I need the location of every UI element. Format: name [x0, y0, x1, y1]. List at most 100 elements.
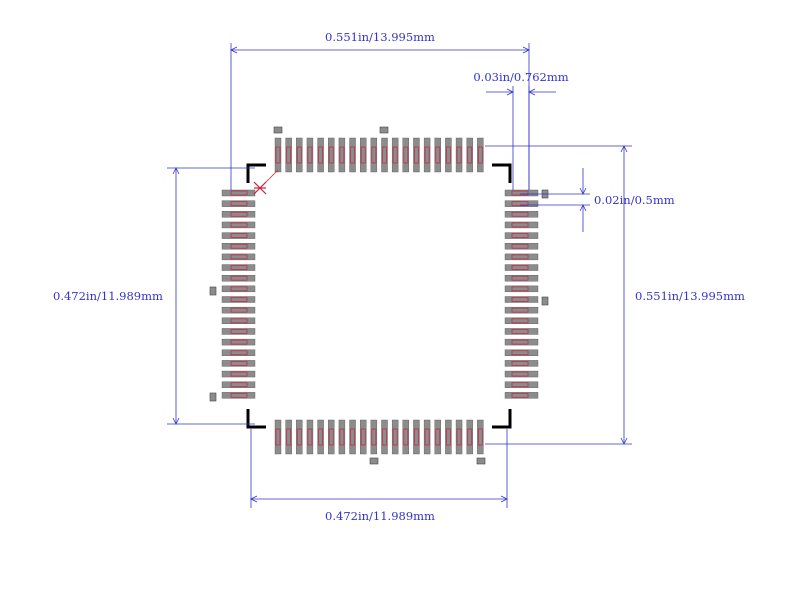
pad-right: [504, 221, 539, 229]
pad-left-outline: [230, 286, 248, 292]
pad-left-outline: [230, 211, 248, 217]
dim-label-left-height: 0.472in/11.989mm: [53, 289, 163, 303]
pad-left-outline: [230, 275, 248, 281]
pad-right: [504, 264, 539, 271]
pad-top-outline: [318, 146, 324, 164]
pad-right-outline: [511, 190, 529, 196]
pad-left: [221, 317, 256, 324]
pad-right: [504, 211, 539, 218]
pad-bottom: [274, 419, 282, 455]
pad-top-outline: [371, 146, 377, 164]
dimension-lines: [167, 43, 632, 508]
pad-left-outline: [230, 243, 248, 249]
pad-bottom: [391, 419, 399, 455]
pad-top: [466, 137, 473, 173]
pad-bottom: [360, 419, 367, 455]
pad-top: [413, 137, 420, 173]
pad-left-outline: [230, 201, 248, 207]
pad-right-outline: [511, 318, 529, 324]
pad-bottom: [285, 419, 292, 455]
pad-top: [402, 137, 409, 173]
pad-top: [317, 137, 324, 173]
pad-right: [504, 381, 539, 388]
marker-bottom-right: [476, 457, 486, 465]
pads-left-column: [221, 189, 256, 399]
pad-left-outline: [230, 265, 248, 270]
pad-bottom-outline: [371, 428, 377, 446]
pad-top: [349, 137, 356, 173]
marker-left-upper: [209, 286, 217, 296]
pad-bottom-outline: [350, 428, 355, 446]
dim-label-pin-pitch: 0.03in/0.762mm: [473, 70, 568, 84]
pad-left: [221, 285, 256, 293]
pad-right-outline: [511, 233, 529, 239]
pad-left-outline: [230, 297, 248, 302]
pad-right: [504, 275, 539, 282]
pad-right: [504, 317, 539, 324]
pads-bottom-row: [274, 419, 484, 455]
pad-left-outline: [230, 360, 248, 366]
pad-right-outline: [511, 339, 529, 345]
pad-bottom-outline: [328, 428, 334, 446]
pad-bottom-outline: [275, 428, 281, 446]
pad-top: [274, 137, 282, 173]
pad-top-outline: [328, 146, 334, 164]
pad-bottom-outline: [456, 428, 462, 446]
pad-bottom: [306, 419, 314, 455]
pad-bottom: [370, 419, 378, 455]
pad-left: [221, 232, 256, 239]
pad-bottom: [434, 419, 441, 455]
corner-bottom-right: [492, 409, 512, 429]
pad-right-outline: [511, 350, 529, 356]
pad-bottom: [423, 419, 431, 455]
pad-top: [338, 137, 346, 173]
pad-right: [504, 392, 539, 399]
pad-left-outline: [230, 222, 248, 228]
pad-right-outline: [511, 286, 529, 292]
pad-bottom-outline: [296, 428, 302, 446]
pad-top: [285, 137, 292, 173]
pad-left-outline: [230, 233, 248, 239]
pad-right: [504, 338, 539, 346]
pad-right: [504, 243, 539, 250]
pad-top-outline: [350, 146, 355, 164]
pad-bottom-outline: [286, 428, 292, 446]
pad-right: [504, 200, 539, 207]
pad-bottom: [328, 419, 335, 455]
pad-bottom: [296, 419, 303, 455]
pad-right-outline: [511, 329, 529, 334]
pad-top: [370, 137, 378, 173]
pad-bottom-outline: [318, 428, 324, 446]
pad-left: [221, 349, 256, 356]
marker-left-lower: [209, 392, 217, 402]
pad-right: [504, 232, 539, 239]
pad-bottom-outline: [435, 428, 441, 446]
corner-bottom-left: [246, 409, 266, 429]
pad-bottom-outline: [414, 428, 419, 446]
pad-bottom: [402, 419, 409, 455]
pad-right-outline: [511, 297, 529, 302]
pad-left-outline: [230, 350, 248, 356]
pad-bottom: [413, 419, 420, 455]
pad-top: [455, 137, 463, 173]
pad-top-outline: [403, 146, 409, 164]
dim-label-right-height: 0.551in/13.995mm: [635, 289, 745, 303]
pad-left: [221, 264, 256, 271]
pad-left: [221, 211, 256, 218]
pad-left-outline: [230, 339, 248, 345]
pad-left-outline: [230, 329, 248, 334]
pad-right-outline: [511, 243, 529, 249]
pad-top: [381, 137, 388, 173]
pad-top-outline: [392, 146, 398, 164]
pad-left: [221, 253, 256, 261]
pad-bottom: [381, 419, 388, 455]
pad-right: [504, 285, 539, 293]
pad-left: [221, 221, 256, 229]
pad-left-outline: [230, 318, 248, 324]
pad-bottom-outline: [360, 428, 366, 446]
pad-left-outline: [230, 371, 248, 377]
pad-bottom-outline: [467, 428, 473, 446]
pad-left: [221, 275, 256, 282]
origin-marker: [253, 169, 279, 195]
